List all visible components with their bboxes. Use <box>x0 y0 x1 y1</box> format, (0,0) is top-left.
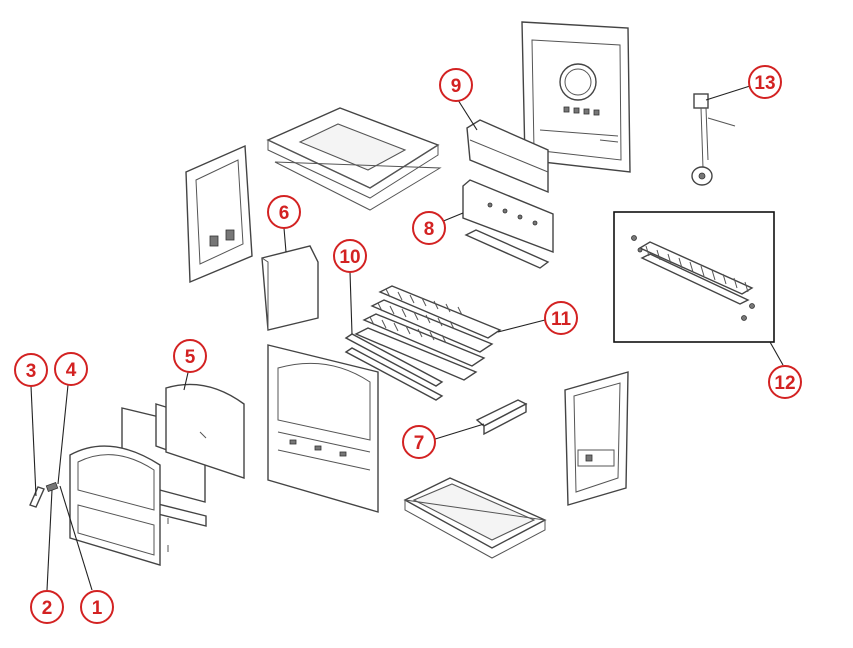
retainer-strip <box>464 229 550 269</box>
callout-11: 11 <box>544 301 578 335</box>
brick-retainer-upper <box>466 119 549 194</box>
callout-9: 9 <box>439 68 473 102</box>
callout-label: 7 <box>414 433 425 454</box>
top-plate <box>266 107 442 211</box>
callout-label: 12 <box>774 373 795 394</box>
stove-body <box>267 344 379 513</box>
callout-4: 4 <box>54 352 88 386</box>
callout-label: 8 <box>424 219 435 240</box>
callout-label: 1 <box>92 598 103 619</box>
callout-3: 3 <box>14 353 48 387</box>
callout-13: 13 <box>748 65 782 99</box>
callout-label: 11 <box>551 309 572 330</box>
callout-2: 2 <box>30 590 64 624</box>
door-handle <box>29 481 59 508</box>
callout-5: 5 <box>173 339 207 373</box>
callout-7: 7 <box>402 425 436 459</box>
callout-label: 2 <box>42 598 53 619</box>
callout-8: 8 <box>412 211 446 245</box>
air-control-assembly <box>691 93 736 186</box>
callout-12: 12 <box>768 365 802 399</box>
grate-detail-frame <box>613 211 775 343</box>
rear-panel <box>521 21 631 173</box>
callout-6: 6 <box>267 195 301 229</box>
side-panel-right <box>564 371 629 506</box>
callout-label: 10 <box>339 247 360 268</box>
brick-retainer-lower <box>462 179 554 254</box>
grate-bars <box>344 285 502 401</box>
callout-label: 6 <box>279 203 290 224</box>
callout-label: 5 <box>185 347 196 368</box>
callout-label: 3 <box>26 361 37 382</box>
stove-door <box>69 445 169 566</box>
callout-10: 10 <box>333 239 367 273</box>
leader-lines <box>30 85 784 591</box>
callout-label: 13 <box>754 73 775 94</box>
side-panel-left <box>185 144 253 284</box>
callout-label: 4 <box>66 360 77 381</box>
baffle-board <box>261 245 319 331</box>
ash-pan <box>403 477 547 559</box>
callout-1: 1 <box>80 590 114 624</box>
callout-label: 9 <box>451 76 462 97</box>
ash-bar <box>475 399 528 436</box>
